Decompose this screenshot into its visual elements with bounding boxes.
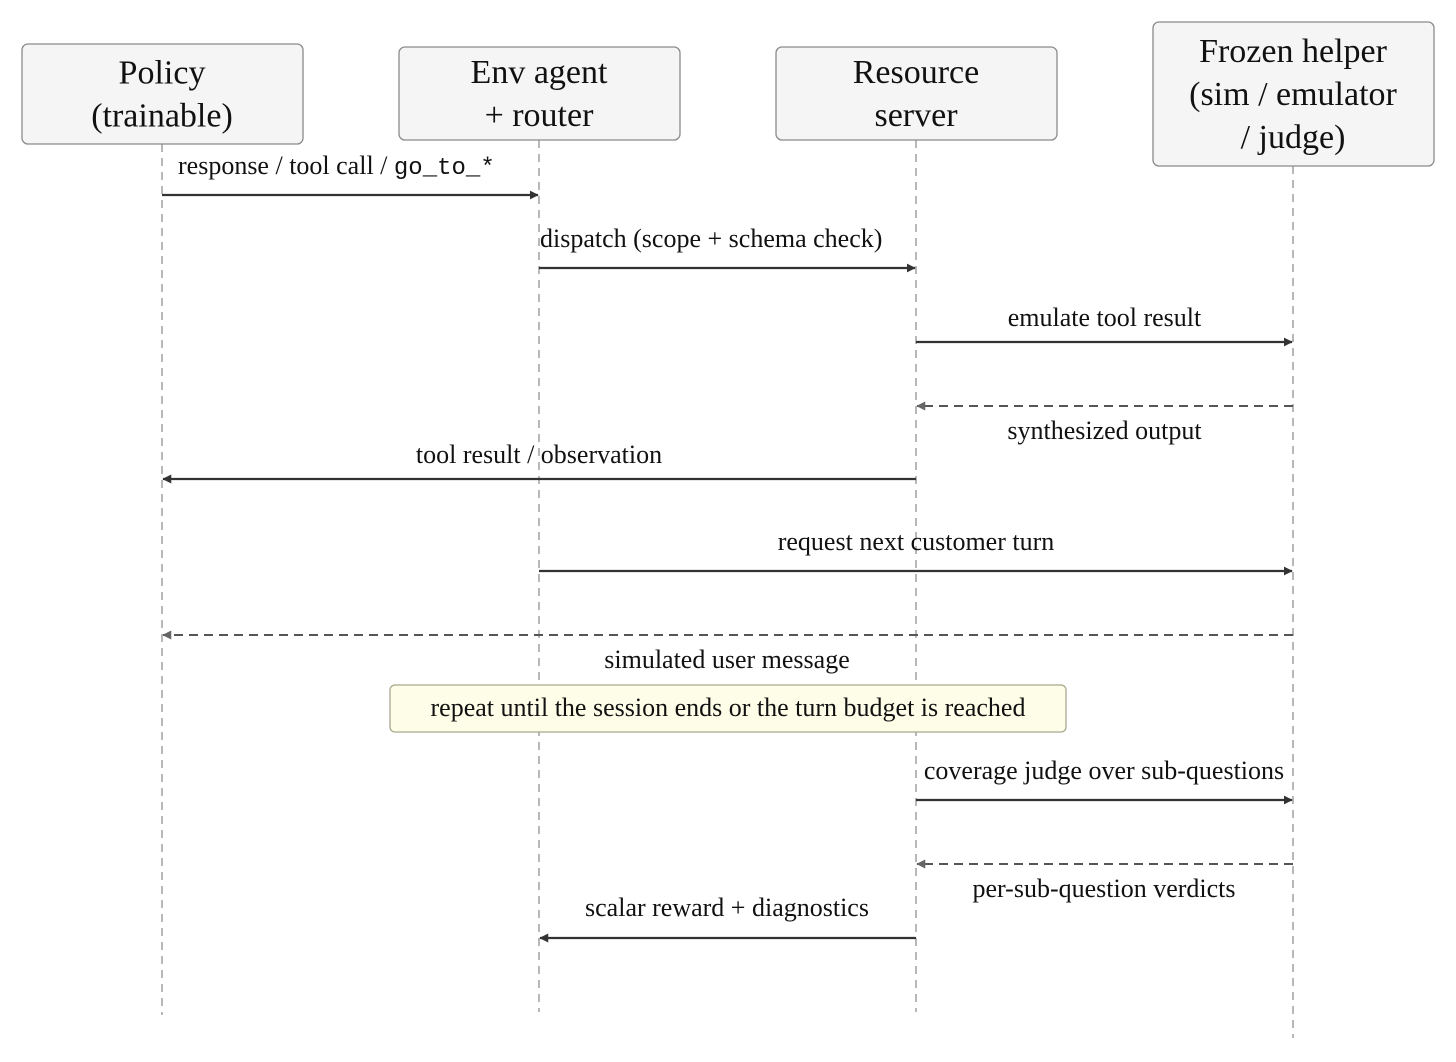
message-9: scalar reward + diagnostics	[539, 893, 916, 943]
actor-label-resource-0: Resource	[853, 54, 980, 91]
message-label-2: emulate tool result	[1008, 303, 1202, 332]
message-0: response / tool call / go_to_*	[162, 151, 539, 200]
message-label-text-6: simulated user message	[604, 645, 850, 674]
actor-resource: Resource server	[775, 46, 1058, 141]
message-7: coverage judge over sub-questions	[916, 756, 1293, 805]
message-8: per-sub-question verdicts	[916, 859, 1293, 903]
message-label-0: response / tool call / go_to_*	[178, 151, 495, 182]
message-label-text-7: coverage judge over sub-questions	[924, 756, 1284, 785]
actor-label-helper-0: Frozen helper	[1199, 33, 1388, 70]
message-6: simulated user message	[162, 630, 1293, 674]
message-4: tool result / observation	[162, 440, 916, 484]
message-label-code-0: go_to_*	[394, 155, 495, 182]
actors: Policy (trainable) Env agent + router Resour…	[21, 21, 1435, 167]
note-box	[389, 684, 1067, 733]
actor-label-env-0: Env agent	[471, 54, 608, 91]
message-3: synthesized output	[916, 401, 1293, 445]
actor-box-policy	[21, 43, 304, 145]
message-label-text-9: scalar reward + diagnostics	[585, 893, 869, 922]
message-label-text-3: synthesized output	[1007, 416, 1202, 445]
actor-policy: Policy (trainable)	[21, 43, 304, 145]
actor-label-policy-1: (trainable)	[91, 98, 233, 135]
actor-helper: Frozen helper (sim / emulator / judge)	[1152, 21, 1435, 167]
message-label-8: per-sub-question verdicts	[972, 874, 1235, 903]
message-5: request next customer turn	[539, 527, 1293, 576]
message-1: dispatch (scope + schema check)	[539, 224, 916, 273]
message-label-9: scalar reward + diagnostics	[585, 893, 869, 922]
message-label-7: coverage judge over sub-questions	[924, 756, 1284, 785]
message-label-text-0: response / tool call /	[178, 151, 394, 180]
message-label-text-2: emulate tool result	[1008, 303, 1202, 332]
actor-box-helper	[1152, 21, 1435, 167]
actor-label-env-1: + router	[485, 97, 595, 134]
actor-env: Env agent + router	[398, 46, 681, 141]
message-2: emulate tool result	[916, 303, 1293, 347]
actor-box-resource	[775, 46, 1058, 141]
actor-label-helper-1: (sim / emulator	[1189, 76, 1397, 113]
messages: response / tool call / go_to_* dispatch (…	[162, 151, 1293, 943]
message-label-1: dispatch (scope + schema check)	[540, 224, 882, 253]
message-label-text-1: dispatch (scope + schema check)	[540, 224, 882, 253]
actor-label-policy-0: Policy	[119, 55, 206, 92]
actor-label-resource-1: server	[874, 97, 958, 134]
message-label-text-5: request next customer turn	[778, 527, 1055, 556]
message-label-text-4: tool result / observation	[416, 440, 662, 469]
message-label-5: request next customer turn	[778, 527, 1055, 556]
actor-box-env	[398, 46, 681, 141]
actor-label-helper-2: / judge)	[1241, 119, 1346, 156]
lifelines	[161, 140, 1294, 1038]
message-label-6: simulated user message	[604, 645, 850, 674]
message-label-text-8: per-sub-question verdicts	[972, 874, 1235, 903]
loop-note: repeat until the session ends or the tur…	[389, 684, 1067, 733]
message-label-3: synthesized output	[1007, 416, 1202, 445]
message-label-4: tool result / observation	[416, 440, 662, 469]
note-text: repeat until the session ends or the tur…	[431, 693, 1026, 722]
